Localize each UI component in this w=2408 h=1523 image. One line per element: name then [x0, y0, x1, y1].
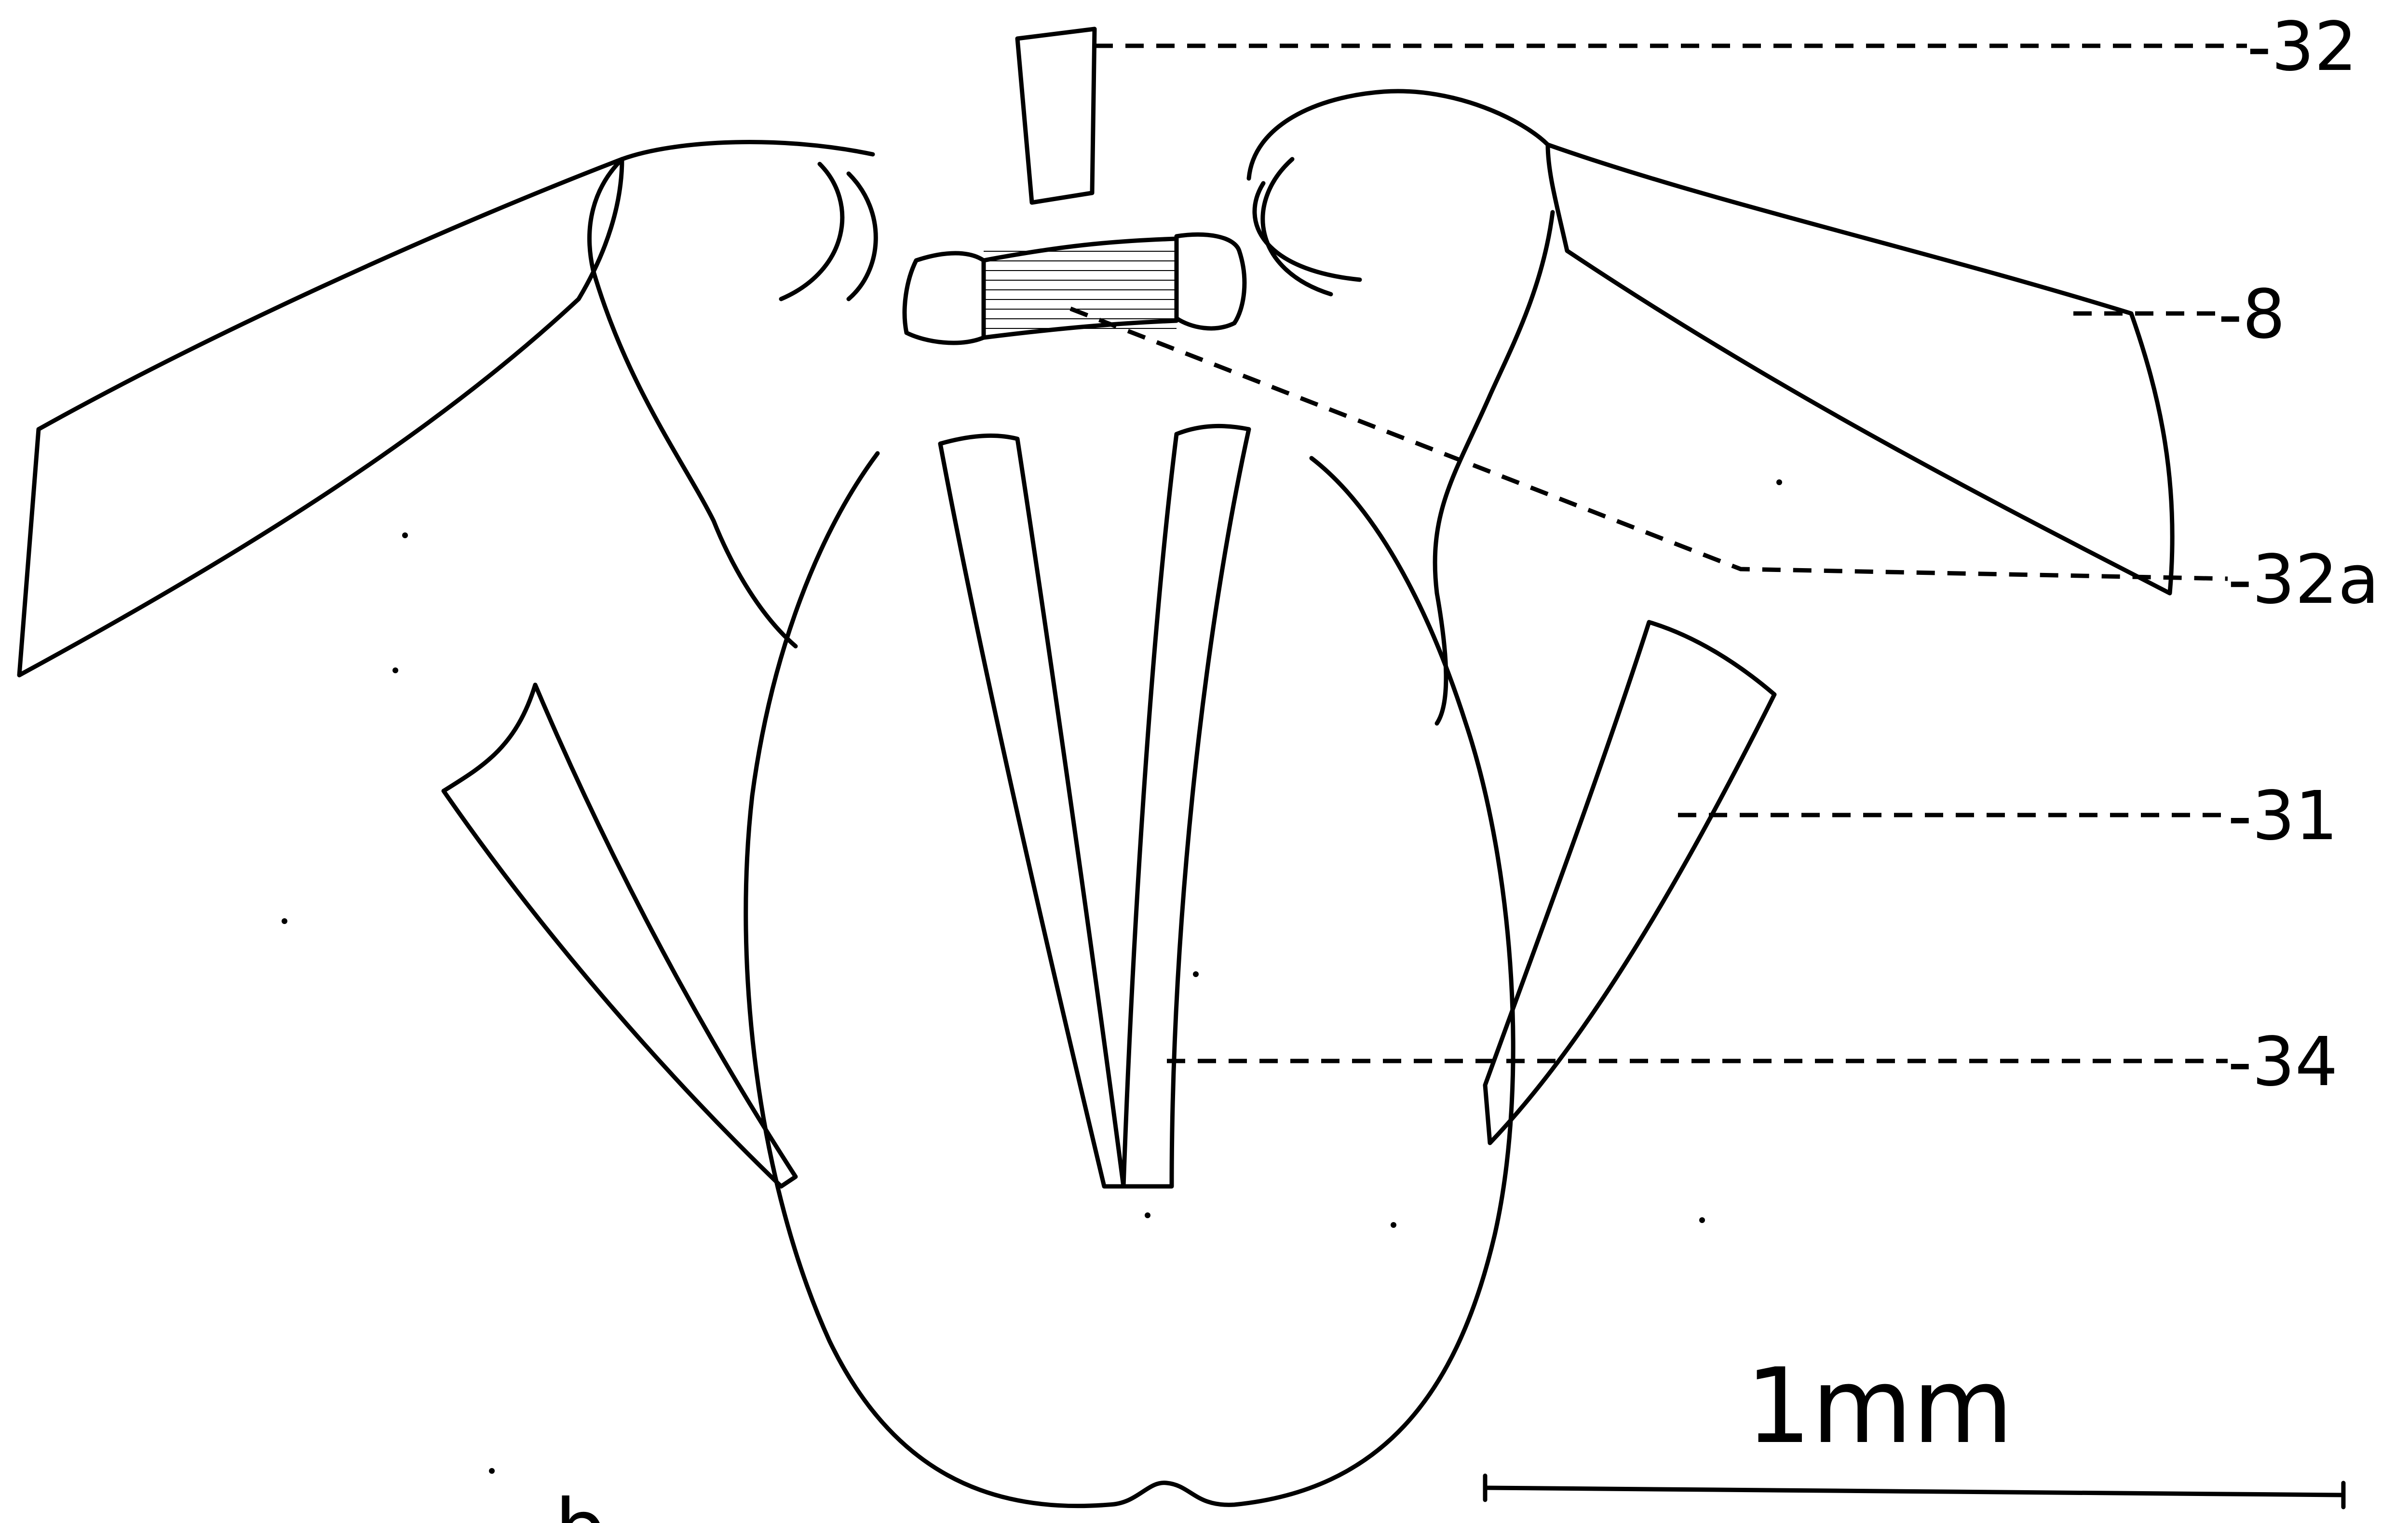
muscle-32	[1017, 29, 1095, 203]
figure-letter: b	[555, 1482, 607, 1523]
abdomen-outline	[746, 453, 1513, 1506]
central-sclerite	[905, 234, 1245, 343]
muscle-31-left	[444, 685, 796, 1186]
muscle-34-right	[1123, 426, 1249, 1186]
scale-bar	[1485, 1476, 2343, 1507]
right-wing-muscle	[1548, 145, 2172, 593]
thorax-outline	[590, 91, 1553, 723]
label-32: -32	[2247, 8, 2357, 86]
label-32a: -32a	[2228, 541, 2379, 619]
muscle-34-left	[940, 435, 1123, 1186]
label-31: -31	[2228, 777, 2338, 856]
scale-bar-label: 1mm	[1745, 1346, 2014, 1467]
stipple-dots	[282, 479, 1782, 1474]
muscle-31-right	[1485, 622, 1774, 1143]
label-34: -34	[2228, 1023, 2338, 1101]
label-8: -8	[2218, 275, 2286, 354]
left-wing-muscle	[19, 159, 622, 675]
